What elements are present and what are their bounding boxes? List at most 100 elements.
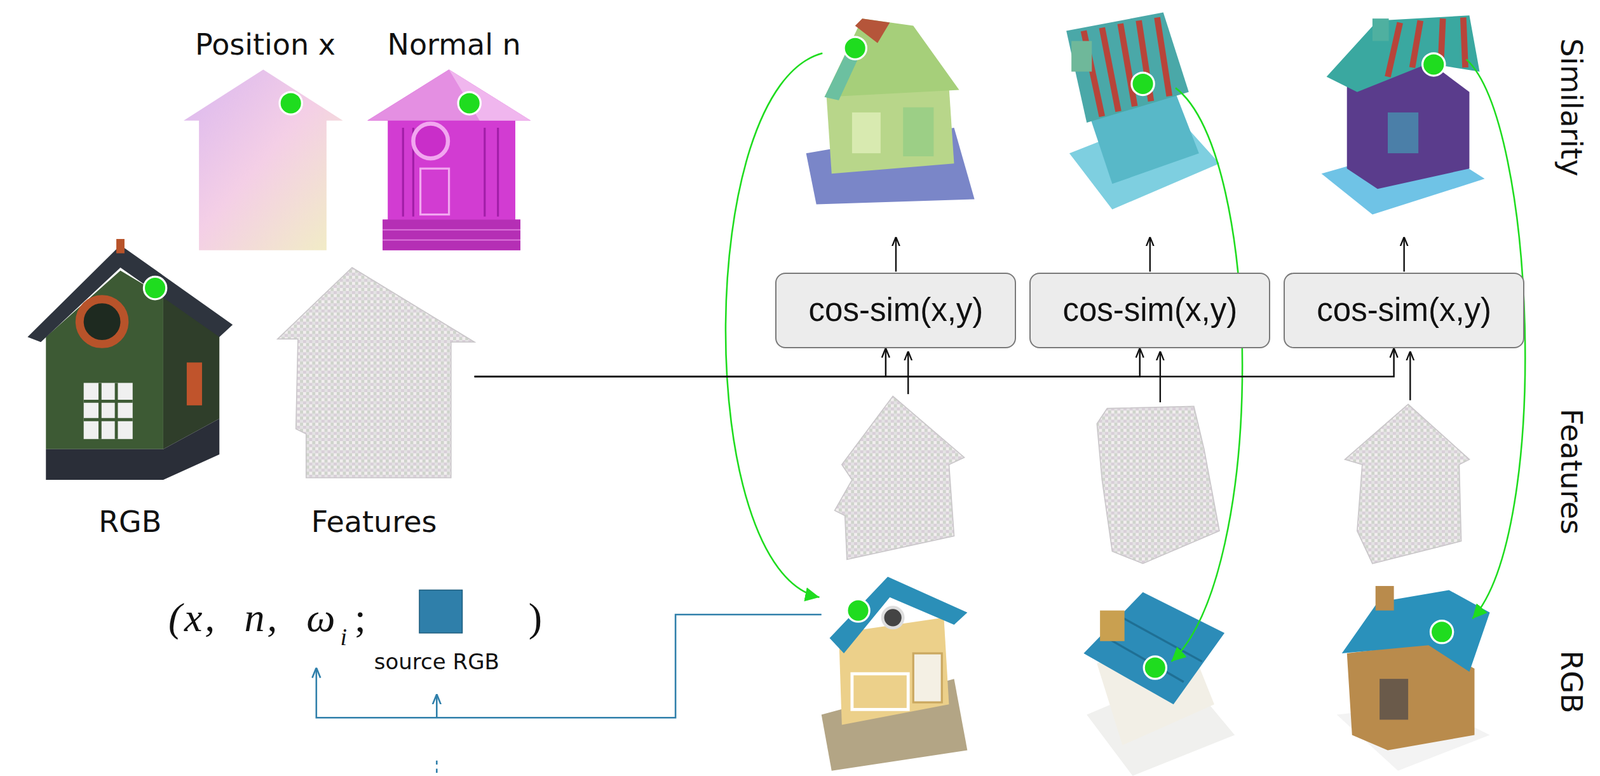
normal-map-part	[496, 127, 499, 217]
math-symbol: ;	[354, 597, 367, 638]
normal-map-part	[413, 123, 448, 159]
rgb-house-part	[45, 270, 164, 450]
panel-label: RGB	[98, 505, 162, 539]
similarity-map-part	[902, 107, 934, 157]
rgb-house-part	[83, 399, 133, 403]
similarity-map-part	[1157, 17, 1170, 97]
flow-arrow-part	[895, 237, 897, 272]
rgb-house-part	[1099, 610, 1125, 642]
math-symbol: )	[528, 597, 543, 638]
query-point-part	[1430, 620, 1453, 644]
connector-arrow	[474, 348, 1140, 377]
query-point-part	[1143, 656, 1167, 679]
similarity-map-part	[1412, 20, 1421, 68]
row-label: RGB	[1556, 650, 1587, 713]
normal-map-part	[367, 69, 531, 121]
rgb-house-part	[1342, 589, 1491, 672]
rgb-house	[821, 576, 968, 771]
row-label: Similarity	[1556, 38, 1587, 177]
normal-map-part	[367, 69, 531, 250]
connector-arrow	[474, 348, 886, 377]
position-map	[183, 69, 344, 250]
rgb-house	[1083, 592, 1235, 776]
similarity-map-part	[826, 87, 955, 174]
panel-label: Features	[311, 505, 438, 539]
feature-map-part	[1345, 404, 1470, 564]
similarity-map-part	[1326, 15, 1480, 92]
source-line-part	[316, 614, 822, 718]
query-point-part	[843, 36, 867, 60]
match-arrow-part	[1171, 87, 1243, 661]
image-panel: Features	[273, 259, 475, 538]
similarity-map-part	[1387, 112, 1419, 154]
image-panel: Position x	[178, 28, 353, 248]
rgb-house-part	[186, 362, 203, 405]
normal-map-part	[382, 219, 521, 251]
rgb-house-part	[98, 382, 102, 439]
query-point-part	[847, 599, 870, 622]
normal-map-part	[382, 229, 521, 231]
rgb-house-part	[83, 418, 133, 422]
query-point-part	[143, 276, 166, 299]
rgb-house-part	[1083, 592, 1225, 705]
flow-arrow-part	[1149, 237, 1151, 272]
subscript: i	[339, 624, 347, 649]
process-box: cos-sim(x,y)	[1029, 272, 1271, 349]
rgb-house-part	[1101, 634, 1184, 682]
flow-arrow-part	[1409, 351, 1411, 401]
similarity-map	[806, 18, 975, 204]
similarity-map-part	[1071, 41, 1092, 72]
feature-map-part	[834, 395, 965, 560]
query-point-part	[458, 92, 481, 115]
normal-map-part	[449, 69, 531, 121]
position-map-part	[183, 69, 344, 250]
panel-label: Position x	[195, 28, 336, 62]
source-line-part	[435, 760, 438, 776]
rgb-house	[27, 238, 233, 480]
normal-map-part	[420, 168, 450, 215]
similarity-map-part	[1066, 12, 1189, 123]
source-line-part	[435, 693, 438, 718]
image-panel: RGB	[20, 249, 240, 538]
panel-label: Normal n	[386, 28, 521, 62]
rgb-house-part	[27, 245, 233, 343]
rgb-house-part	[116, 238, 125, 253]
flow-arrow-part	[907, 351, 909, 394]
similarity-map-part	[852, 112, 881, 154]
normal-map-part	[483, 127, 486, 217]
rgb-house-part	[882, 607, 903, 628]
process-box: cos-sim(x,y)	[775, 272, 1017, 349]
similarity-map-part	[1372, 18, 1390, 41]
query-point	[143, 36, 1453, 679]
flow-arrow-part	[1403, 237, 1405, 272]
feature-map	[834, 395, 1470, 563]
normal-map	[367, 69, 531, 250]
rgb-house-part	[829, 576, 968, 654]
rgb-house-part	[83, 382, 133, 439]
math-tuple: (x, n, ω	[168, 597, 338, 638]
similarity-map-part	[1463, 17, 1466, 68]
similarity-map-part	[1101, 27, 1119, 112]
similarity-map-part	[1120, 23, 1135, 107]
feature-map-part	[1096, 406, 1220, 563]
box-label: cos-sim(x,y)	[1062, 292, 1238, 328]
rgb-house-part	[852, 673, 909, 710]
normal-map-part	[402, 127, 405, 217]
box-label: cos-sim(x,y)	[1316, 292, 1492, 328]
connector-arrow	[474, 348, 1395, 377]
similarity-map-part	[1387, 22, 1400, 77]
feature-map-part	[277, 267, 475, 478]
rgb-house-part	[913, 653, 942, 703]
rgb-house	[1336, 585, 1491, 771]
rgb-house-part	[79, 299, 125, 345]
query-point-part	[1422, 53, 1445, 76]
match-arrow	[725, 53, 1526, 662]
query-point-part	[279, 92, 302, 115]
caption-label: source RGB	[374, 650, 500, 673]
row-label: Features	[1556, 408, 1587, 535]
source-line	[316, 614, 822, 776]
rgb-house-part	[1379, 678, 1409, 720]
